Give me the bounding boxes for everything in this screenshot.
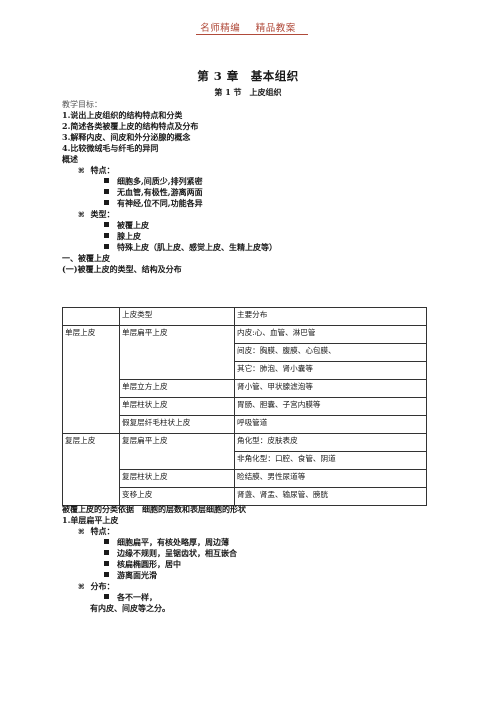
sub1-feature-item: 细胞扁平，有核处略厚，周边薄 [62,537,442,548]
table-row: 单层上皮 单层扁平上皮 内皮:心、血管、淋巴管 [62,325,427,434]
goal-item: 2.简述各类被覆上皮的结构特点及分布 [62,121,199,131]
overview-heading: 概述 [62,154,78,164]
sub1-feature-item: 边缘不规则，呈锯齿状，相互嵌合 [62,548,442,559]
table-row: 单层立方上皮 肾小管、甲状腺滤泡等 [63,379,427,398]
classification-note: 被覆上皮的分类依据 细胞的层数和表层细胞的形状 [62,504,246,514]
distribution-cell: 其它：肺泡、肾小囊等 [234,361,427,380]
diamond-bullet-icon: ⌘ [78,166,85,175]
square-bullet-icon [104,572,109,577]
distribution-cell: 肾小管、甲状腺滤泡等 [234,379,427,398]
goals-heading: 教学目标： [62,100,102,109]
distribution-cell: 非角化型：口腔、食管、阴道 [234,451,427,470]
table-row: 复层上皮 复层扁平上皮 角化型：皮肤表皮 [62,433,427,506]
feature-item: 无血管,有极性,游离两面 [62,187,442,198]
sub1-dist-label: ⌘分布： [78,581,115,591]
table-row: 假复层纤毛柱状上皮 呼吸管道 [63,415,427,434]
square-bullet-icon [104,550,109,555]
feature-item: 细胞多,间质少,排列紧密 [62,176,442,187]
part1-heading: 一、被覆上皮 [62,253,110,263]
distribution-cell: 呼吸管道 [234,415,427,434]
goal-item: 4.比较微绒毛与纤毛的异同 [62,143,159,153]
type-cell: 单层立方上皮 [119,379,235,398]
category-cell: 复层上皮 [62,433,120,506]
category-cell: 单层上皮 [62,325,120,434]
table-header-row: 上皮类型 主要分布 [62,307,427,326]
header-left: 名师精编 [200,23,241,34]
type-item: 腺上皮 [62,231,442,242]
part1-subheading: (一)被覆上皮的类型、结构及分布 [62,264,182,274]
header-right: 精品教案 [255,23,296,34]
square-bullet-icon [104,594,109,599]
type-cell: 复层柱状上皮 [119,469,235,488]
subsection-heading: 1.单层扁平上皮 [62,515,119,525]
type-cell: 假复层纤毛柱状上皮 [119,415,235,434]
page-header: 名师精编 精品教案 [0,20,496,34]
distribution-cell: 间皮：胸膜、腹膜、心包膜、 [234,343,427,362]
diamond-bullet-icon: ⌘ [78,527,85,536]
square-bullet-icon [104,178,109,183]
goal-item: 3.解释内皮、间皮和外分泌腺的概念 [62,132,191,142]
subsection-block: 被覆上皮的分类依据 细胞的层数和表层细胞的形状 1.单层扁平上皮 ⌘特点： 细胞… [62,504,442,614]
type-cell: 单层柱状上皮 [119,397,235,416]
sub1-dist-tail: 有内皮、间皮等之分。 [90,603,170,613]
table-header-cell: 主要分布 [234,307,427,326]
sub1-feature-item: 游离面光滑 [62,570,442,581]
epithelium-table: 上皮类型 主要分布 单层上皮 单层扁平上皮 内皮:心、血管、淋巴管 间皮：胸膜、… [62,307,427,506]
type-item: 特殊上皮（肌上皮、感觉上皮、生精上皮等） [62,242,442,253]
diamond-bullet-icon: ⌘ [78,210,85,219]
sub1-features-label: ⌘特点： [78,526,115,536]
square-bullet-icon [104,189,109,194]
type-cell: 变移上皮 [119,487,235,506]
features-label: ⌘特点： [78,165,115,175]
square-bullet-icon [104,233,109,238]
sub1-dist-item: 各不一样， [62,592,442,603]
chapter-title: 第 3 章 基本组织 [197,69,299,83]
type-item: 被覆上皮 [62,220,442,231]
distribution-cell: 角化型：皮肤表皮 [234,433,427,452]
table-row: 变移上皮 肾盏、肾盂、输尿管、膀胱 [63,487,427,506]
square-bullet-icon [104,200,109,205]
distribution-cell: 肾盏、肾盂、输尿管、膀胱 [234,487,427,506]
feature-item: 有神经,位不同,功能各异 [62,198,442,209]
goal-item: 1.说出上皮组织的结构特点和分类 [62,110,183,120]
sub1-feature-item: 核扁椭圆形，居中 [62,559,442,570]
distribution-cell: 胃肠、胆囊、子宫内膜等 [234,397,427,416]
table-row: 复层柱状上皮 睑结膜、男性尿道等 [63,469,427,488]
header-rule [196,34,308,35]
goals-block: 教学目标： 1.说出上皮组织的结构特点和分类 2.简述各类被覆上皮的结构特点及分… [62,99,442,275]
square-bullet-icon [104,561,109,566]
square-bullet-icon [104,222,109,227]
type-cell: 复层扁平上皮 [119,433,235,470]
distribution-cell: 内皮:心、血管、淋巴管 [234,325,427,344]
table-header-cell [62,307,120,326]
types-label: ⌘类型： [78,209,115,219]
square-bullet-icon [104,539,109,544]
diamond-bullet-icon: ⌘ [78,582,85,591]
section-title: 第 1 节 上皮组织 [214,87,282,97]
type-cell: 单层扁平上皮 [119,325,235,380]
table-header-cell: 上皮类型 [119,307,235,326]
distribution-cell: 睑结膜、男性尿道等 [234,469,427,488]
square-bullet-icon [104,244,109,249]
